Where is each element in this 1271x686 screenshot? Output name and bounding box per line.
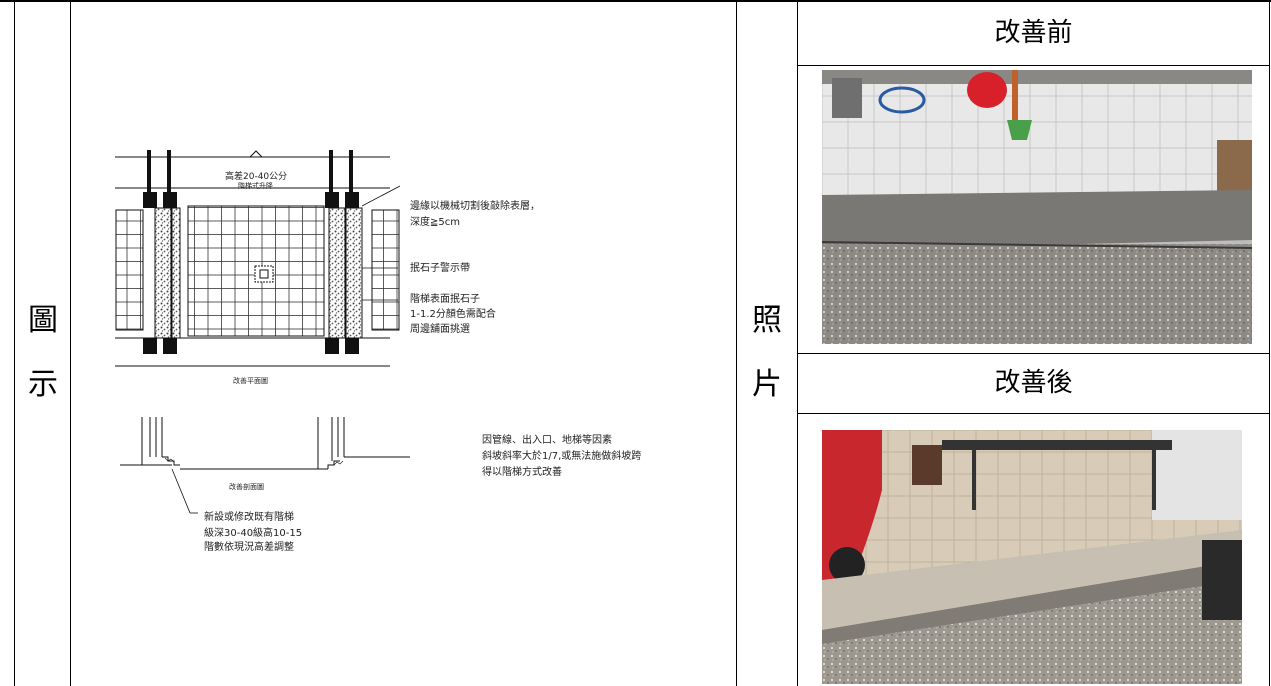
left-label-char-1: 圖 (28, 303, 58, 338)
left-border (14, 0, 15, 686)
row-divider-before-header (797, 65, 1269, 66)
right-border (1269, 0, 1270, 686)
plan-caption: 改善平面圖 (233, 377, 268, 385)
plan-note-2: 抿石子警示帶 (410, 263, 470, 274)
col-divider-2 (736, 0, 737, 686)
plan-top-label: 高差20-40公分 (225, 172, 288, 182)
plan-top-sublabel: 階梯式升降 (238, 182, 273, 190)
row-divider-after-header (797, 413, 1269, 414)
reason-line-2: 斜坡斜率大於1/7,或無法施做斜坡跨 (482, 451, 642, 462)
plan-note-1-line-2: 深度≧5cm (410, 217, 460, 228)
middle-label-char-1: 照 (752, 303, 782, 338)
middle-label-char-2: 片 (752, 367, 782, 402)
plan-note-3-line-3: 周邊舖面挑選 (410, 324, 470, 335)
plan-drawing (115, 150, 401, 367)
row-divider-mid (797, 353, 1269, 354)
plan-note-3-line-1: 階梯表面抿石子 (410, 294, 480, 305)
top-border (0, 0, 1271, 2)
col-divider-1 (70, 0, 71, 686)
plan-note-3-line-2: 1-1.2分顏色需配合 (410, 309, 496, 320)
after-header: 改善後 (994, 368, 1073, 398)
reason-line-3: 得以階梯方式改善 (482, 467, 562, 478)
section-note-line-1: 新設或修改既有階梯 (204, 512, 294, 523)
section-note-line-2: 級深30-40級高10-15 (204, 528, 303, 539)
section-drawing (120, 417, 410, 514)
col-divider-3 (797, 0, 798, 686)
after-photo (822, 430, 1242, 684)
section-note-line-3: 階數依現況高差調整 (204, 542, 294, 553)
before-header: 改善前 (994, 18, 1073, 48)
left-label-char-2: 示 (28, 367, 58, 402)
before-photo (822, 70, 1252, 344)
section-caption: 改善剖面圖 (229, 483, 264, 491)
plan-note-1-line-1: 邊緣以機械切割後敲除表層， (410, 201, 540, 212)
reason-line-1: 因管線、出入口、地梯等因素 (482, 435, 612, 446)
